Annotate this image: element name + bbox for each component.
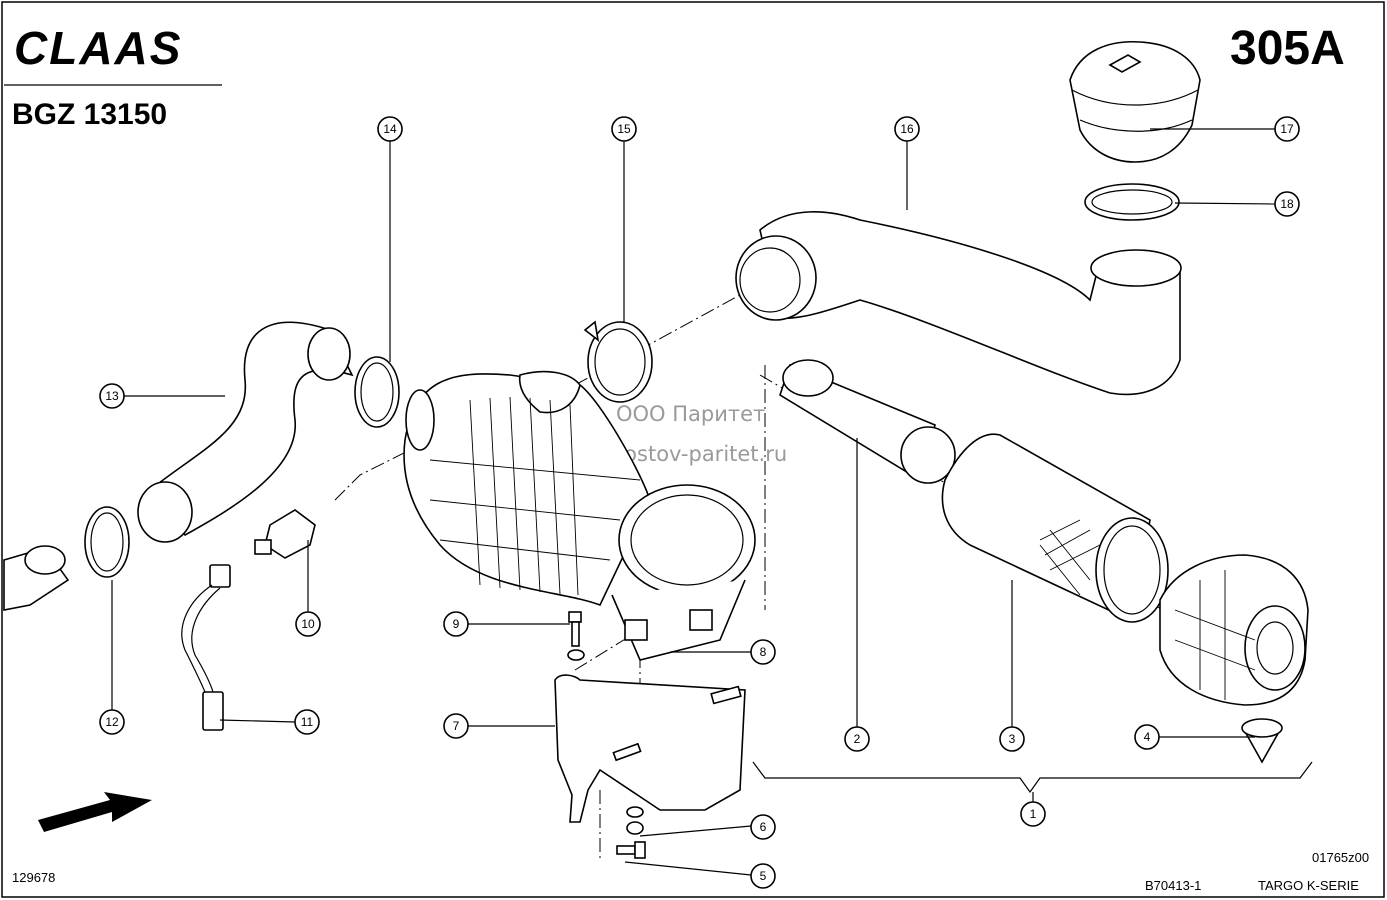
callout-11: 11	[294, 709, 320, 735]
svg-text:1: 1	[1030, 807, 1037, 821]
svg-text:10: 10	[301, 617, 315, 631]
svg-text:2: 2	[854, 732, 861, 746]
svg-text:9: 9	[453, 617, 460, 631]
callout-8: 8	[750, 639, 776, 665]
callout-12: 12	[99, 709, 125, 735]
nut-6	[626, 806, 644, 835]
svg-text:16: 16	[900, 122, 914, 136]
dust-valve-4	[1241, 718, 1283, 764]
filter-cover	[1159, 554, 1309, 706]
footer-center-code: B70413-1	[1145, 878, 1201, 893]
bracket-7	[554, 674, 746, 823]
bolt-9	[567, 611, 585, 661]
safety-filter-2	[779, 359, 956, 484]
callout-15: 15	[611, 116, 637, 142]
screw-5	[616, 841, 646, 859]
svg-text:14: 14	[383, 122, 397, 136]
page-number: 305A	[1230, 22, 1345, 75]
filter-housing	[403, 370, 651, 607]
svg-text:6: 6	[760, 820, 767, 834]
callout-4: 4	[1134, 724, 1160, 750]
engine-intake-stub	[3, 545, 70, 611]
callout-9: 9	[443, 611, 469, 637]
filter-ribs	[429, 396, 641, 596]
svg-text:5: 5	[760, 869, 767, 883]
harness-11	[181, 564, 231, 731]
clamp-12	[84, 506, 130, 578]
group-code: BGZ 13150	[12, 98, 167, 131]
axis-line-sensor	[334, 449, 411, 501]
main-filter-3	[941, 433, 1169, 623]
callout-10: 10	[295, 611, 321, 637]
pipe-16	[735, 211, 1182, 396]
hose-13	[137, 321, 354, 543]
callout-6: 6	[750, 814, 776, 840]
callout-3: 3	[999, 726, 1025, 752]
assembly-bracket-1	[752, 761, 1313, 794]
footer-left-code: 129678	[12, 870, 55, 885]
svg-text:11: 11	[301, 715, 314, 729]
svg-text:8: 8	[760, 645, 767, 659]
svg-text:3: 3	[1009, 732, 1016, 746]
svg-text:17: 17	[1280, 122, 1294, 136]
strap-8	[611, 484, 756, 661]
clamp-14	[354, 356, 400, 428]
watermark-url: rostov-paritet.ru	[616, 442, 787, 466]
brand-logo: CLAAS	[14, 22, 182, 74]
callout-1: 1	[1020, 801, 1046, 827]
sensor-10	[254, 509, 316, 559]
svg-text:4: 4	[1144, 730, 1151, 744]
footer-series: TARGO K-SERIE	[1258, 878, 1359, 893]
footer-drawing-code: 01765z00	[1312, 850, 1369, 865]
callout-5: 5	[750, 863, 776, 889]
svg-text:12: 12	[105, 715, 119, 729]
direction-arrow-icon	[38, 792, 152, 832]
cap-17	[1069, 40, 1201, 163]
svg-text:15: 15	[617, 122, 631, 136]
svg-text:13: 13	[105, 389, 119, 403]
callout-17: 17	[1274, 116, 1300, 142]
leader-lines	[111, 128, 1276, 876]
callout-18: 18	[1274, 191, 1300, 217]
clamp-15	[583, 320, 653, 403]
callout-16: 16	[894, 116, 920, 142]
watermark-company: ООО Паритет	[616, 402, 765, 426]
axis-line-bolt	[574, 629, 641, 671]
clamp-18	[1084, 183, 1180, 221]
callout-14: 14	[377, 116, 403, 142]
callout-2: 2	[844, 726, 870, 752]
callout-13: 13	[99, 383, 125, 409]
svg-text:18: 18	[1280, 197, 1294, 211]
callout-7: 7	[443, 713, 469, 739]
svg-text:7: 7	[453, 719, 460, 733]
